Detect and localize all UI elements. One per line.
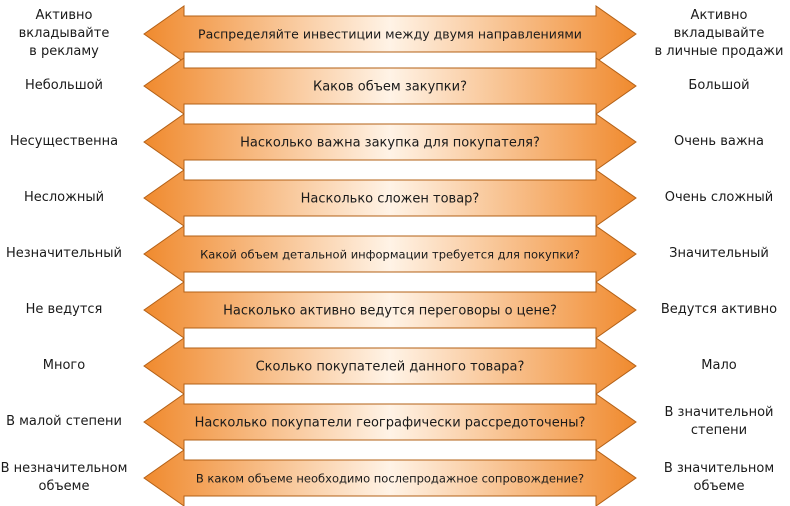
right-label: Очень сложный: [652, 170, 786, 226]
left-label: В незначительном объеме: [0, 450, 128, 506]
left-label-line: Незначительный: [5, 246, 123, 261]
left-label: Несущественна: [0, 114, 128, 170]
arrow-shape: [143, 337, 637, 395]
double-arrow: Сколько покупателей данного товара?: [143, 337, 637, 395]
left-label: Несложный: [0, 170, 128, 226]
left-label-line: Несущественна: [9, 134, 119, 149]
left-label-line: в рекламу: [29, 44, 99, 59]
right-label-line: Очень важна: [673, 134, 764, 149]
question-text: Насколько активно ведутся переговоры о ц…: [223, 304, 557, 319]
right-label-line: Ведутся активно: [660, 302, 778, 317]
left-label-line: Несложный: [23, 190, 105, 205]
left-label-line: В незначительном: [0, 461, 128, 476]
double-arrow: Насколько активно ведутся переговоры о ц…: [143, 281, 637, 339]
question-text: В каком объеме необходимо послепродажное…: [196, 472, 584, 486]
right-label: Ведутся активно: [652, 282, 786, 338]
left-label-line: объеме: [38, 479, 90, 494]
question-text: Насколько сложен товар?: [301, 192, 480, 207]
left-label-line: Много: [42, 358, 86, 373]
diagram-row: Несложный Насколько сложен товар? Очень сл…: [0, 169, 790, 227]
arrow-shape: [143, 449, 637, 506]
right-label-line: Мало: [701, 358, 737, 373]
diagram-row: В малой степени Насколько покупатели геог…: [0, 393, 790, 451]
left-label: Много: [0, 338, 128, 394]
question-text: Насколько покупатели географически расср…: [195, 416, 586, 431]
arrow-shape: [143, 281, 637, 339]
right-label: Большой: [652, 58, 786, 114]
right-label-line: в личные продажи: [654, 44, 784, 59]
arrow-shape: [143, 57, 637, 115]
double-arrow: Насколько важна закупка для покупателя?: [143, 113, 637, 171]
left-label: Небольшой: [0, 58, 128, 114]
question-text: Распределяйте инвестиции между двумя нап…: [198, 27, 582, 42]
diagram-row: Небольшой Каков объем закупки? Большой: [0, 57, 790, 115]
right-label-line: степени: [690, 423, 748, 438]
right-label-line: Активно вкладывайте: [673, 8, 765, 41]
right-label: В значительной степени: [652, 394, 786, 450]
double-arrow: В каком объеме необходимо послепродажное…: [143, 449, 637, 506]
left-label: Не ведутся: [0, 282, 128, 338]
right-label-line: В значительной: [664, 405, 774, 420]
diagram-row: Не ведутся Насколько активно ведутся пере…: [0, 281, 790, 339]
right-label-line: Большой: [688, 78, 750, 93]
right-label: Мало: [652, 338, 786, 394]
double-arrow: Какой объем детальной информации требует…: [143, 225, 637, 283]
double-arrow: Насколько покупатели географически расср…: [143, 393, 637, 451]
right-label: Значительный: [652, 226, 786, 282]
right-label-line: Значительный: [669, 246, 769, 261]
double-arrow: Каков объем закупки?: [143, 57, 637, 115]
right-label: Активно вкладывайте в личные продажи: [652, 6, 786, 62]
left-label-line: Не ведутся: [25, 302, 103, 317]
question-text: Каков объем закупки?: [313, 80, 467, 95]
left-label: Активно вкладывайте в рекламу: [0, 6, 128, 62]
diagram-row: В незначительном объеме В каком объеме нео…: [0, 449, 790, 506]
arrow-shape: [143, 113, 637, 171]
left-label-line: Небольшой: [24, 78, 103, 93]
double-arrow: Распределяйте инвестиции между двумя нап…: [143, 5, 637, 63]
question-text: Сколько покупателей данного товара?: [256, 360, 525, 375]
right-label: В значительном объеме: [652, 450, 786, 506]
diagram-row: Много Сколько покупателей данного товара?…: [0, 337, 790, 395]
arrow-shape: [143, 5, 637, 63]
right-label-line: Очень сложный: [664, 190, 774, 205]
left-label: В малой степени: [0, 394, 128, 450]
question-text: Какой объем детальной информации требует…: [200, 248, 580, 262]
diagram-row: Незначительный Какой объем детальной инфо…: [0, 225, 790, 283]
double-arrow: Насколько сложен товар?: [143, 169, 637, 227]
diagram-row: Несущественна Насколько важна закупка для…: [0, 113, 790, 171]
right-label-line: объеме: [693, 479, 745, 494]
arrow-shape: [143, 169, 637, 227]
arrow-shape: [143, 225, 637, 283]
right-label-line: В значительном: [663, 461, 775, 476]
question-text: Насколько важна закупка для покупателя?: [240, 136, 540, 151]
left-label: Незначительный: [0, 226, 128, 282]
right-label: Очень важна: [652, 114, 786, 170]
left-label-line: В малой степени: [6, 414, 122, 429]
diagram-row: Активно вкладывайте в рекламу Распределяйт…: [0, 5, 790, 63]
left-label-line: Активно вкладывайте: [18, 8, 110, 41]
arrow-shape: [143, 393, 637, 451]
